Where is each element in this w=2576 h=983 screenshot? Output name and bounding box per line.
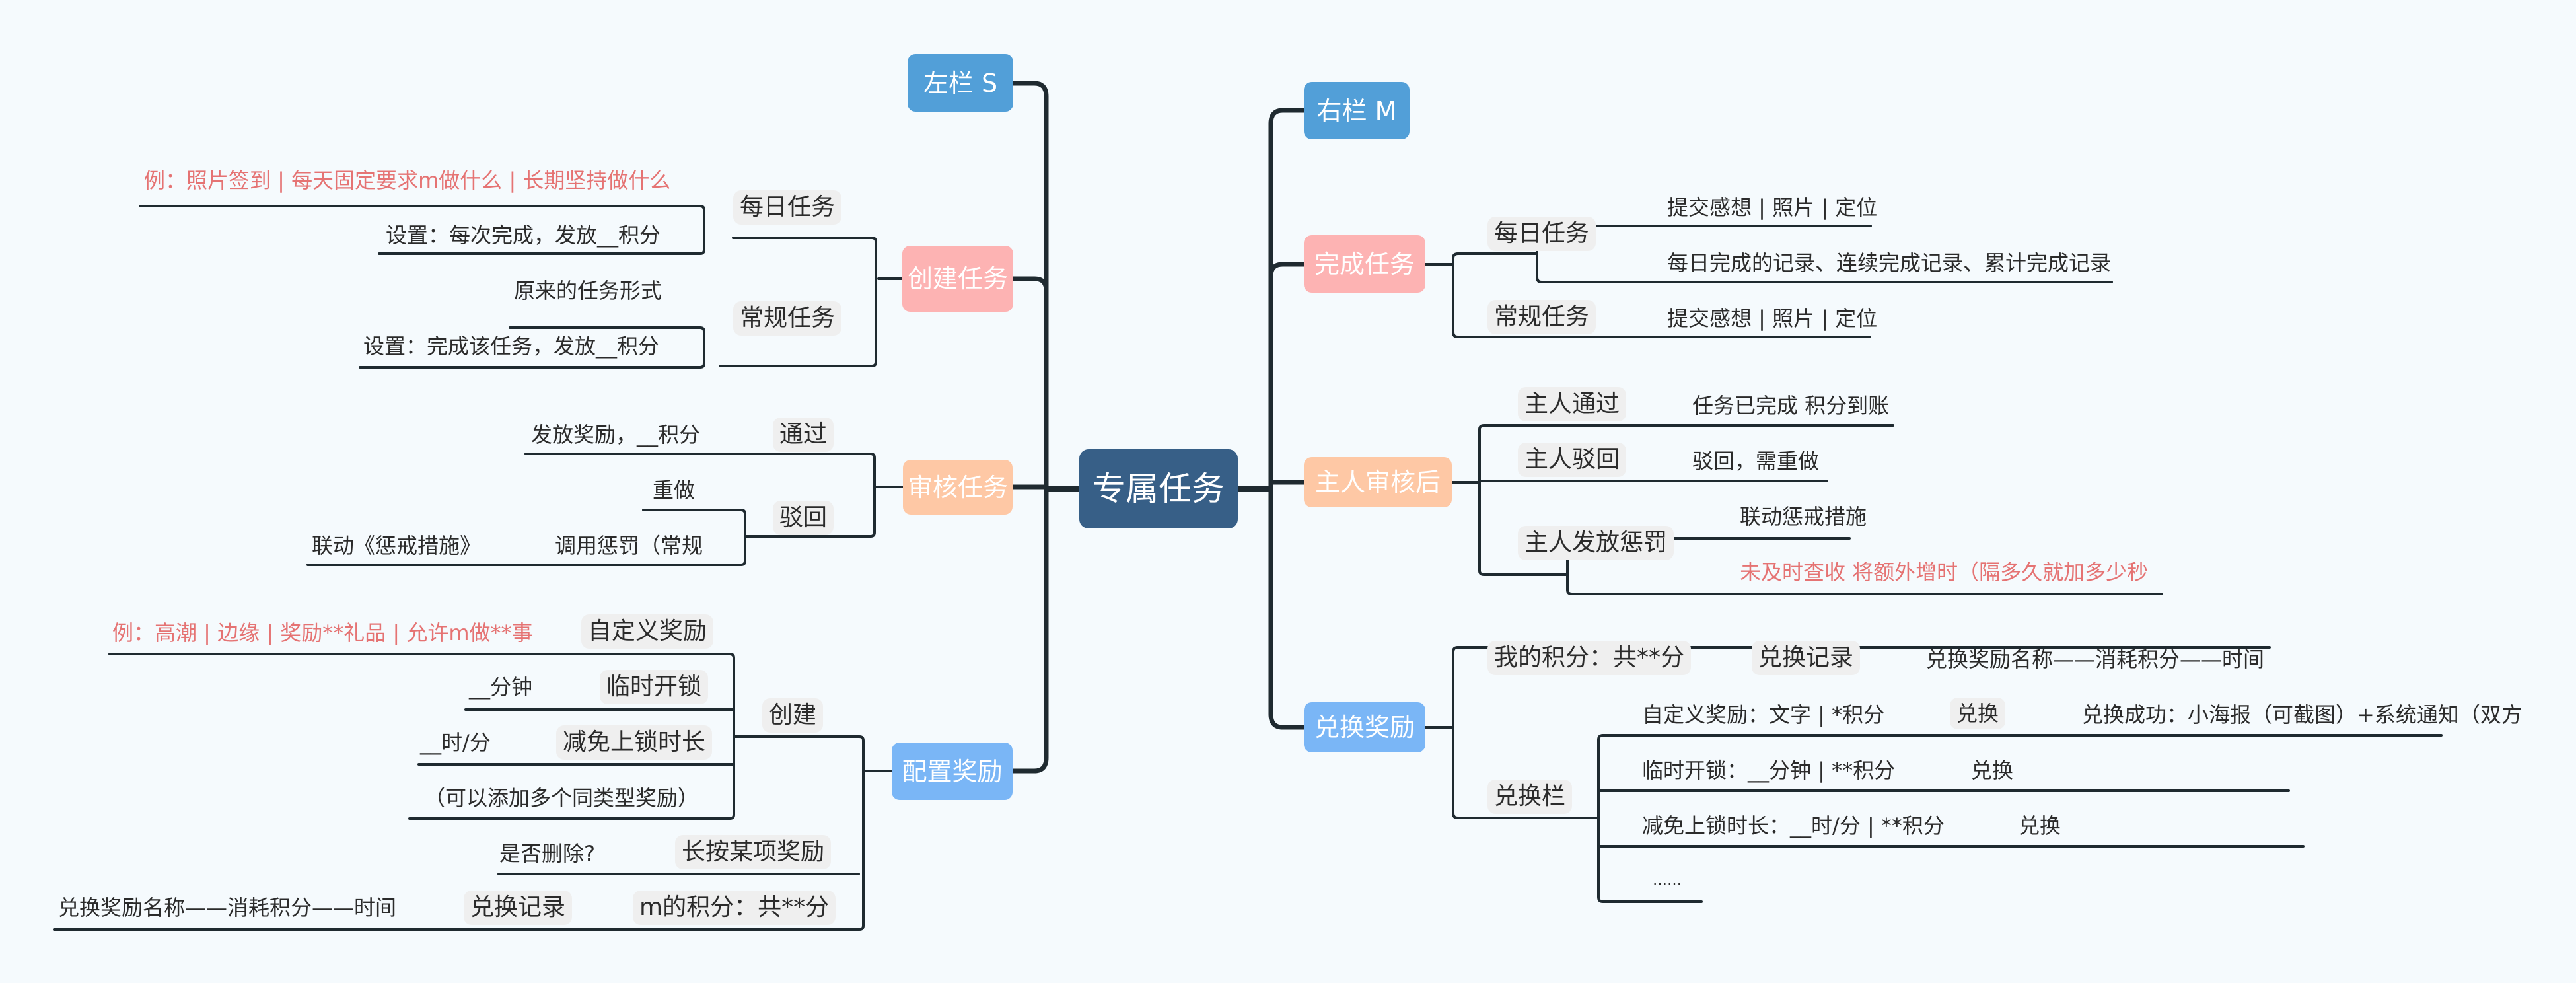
review-reject-node[interactable]: 驳回 — [773, 501, 834, 535]
reward-reduce-lock-value: __时/分 — [420, 730, 491, 755]
complete-task-node[interactable]: 完成任务 — [1304, 235, 1425, 293]
right-trunk — [1268, 108, 1306, 730]
complete-daily-task-node[interactable]: 每日任务 — [1487, 217, 1596, 251]
reward-create-note: （可以添加多个同类型奖励） — [424, 785, 699, 811]
right-column-m-node[interactable]: 右栏 M — [1304, 82, 1410, 139]
reward-long-press-detail: 是否删除? — [499, 841, 595, 866]
reward-custom-node[interactable]: 自定义奖励 — [581, 614, 714, 649]
my-points-node[interactable]: 我的积分：共**分 — [1487, 641, 1692, 675]
reward-long-press-node[interactable]: 长按某项奖励 — [675, 835, 832, 869]
review-pass-detail: 发放奖励，__积分 — [531, 422, 701, 447]
owner-pass-detail: 任务已完成 积分到账 — [1692, 393, 1890, 418]
reward-temp-unlock-value: __分钟 — [469, 674, 533, 700]
reward-custom-example: 例：高潮 | 边缘 | 奖励**礼品 | 允许m做**事 — [112, 620, 533, 645]
complete-regular-task-node[interactable]: 常规任务 — [1487, 300, 1596, 334]
redeem-item-text: 减免上锁时长：__时/分 | **积分 — [1642, 813, 1945, 838]
create-task-node[interactable]: 创建任务 — [902, 246, 1013, 312]
config-reward-node[interactable]: 配置奖励 — [892, 743, 1013, 800]
review-reject-punish: 调用惩罚（常规 — [555, 533, 703, 558]
reward-reduce-lock-node[interactable]: 减免上锁时长 — [556, 725, 713, 760]
create-daily-example: 例：照片签到 | 每天固定要求m做什么 | 长期坚持做什么 — [144, 168, 671, 193]
owner-reject-detail: 驳回，需重做 — [1692, 449, 1820, 474]
create-regular-task-node[interactable]: 常规任务 — [733, 301, 842, 336]
m-redeem-record-format: 兑换奖励名称——消耗积分——时间 — [58, 895, 397, 920]
owner-punish-late: 未及时查收 将额外增时（隔多久就加多少秒 — [1740, 560, 2149, 585]
redeem-item-more: …… — [1653, 872, 1682, 889]
review-punish-link: 联动《惩戒措施》 — [312, 533, 482, 558]
redeem-item-text: 临时开锁：__分钟 | **积分 — [1642, 758, 1896, 783]
m-points-node[interactable]: m的积分：共**分 — [633, 891, 836, 925]
after-review-node[interactable]: 主人审核后 — [1304, 457, 1452, 507]
reward-temp-unlock-node[interactable]: 临时开锁 — [600, 670, 709, 704]
create-daily-setting: 设置：每次完成，发放__积分 — [386, 223, 661, 248]
complete-regular-submit: 提交感想 | 照片 | 定位 — [1667, 306, 1878, 331]
review-pass-node[interactable]: 通过 — [773, 418, 834, 452]
redeem-bar-node[interactable]: 兑换栏 — [1487, 780, 1573, 814]
redeem-item-result: 兑换成功：小海报（可截图）+系统通知（双方 — [2082, 702, 2522, 727]
redeem-record-node[interactable]: 兑换记录 — [1752, 641, 1861, 675]
redeem-reward-node[interactable]: 兑换奖励 — [1304, 702, 1425, 752]
left-column-s-node[interactable]: 左栏 S — [908, 54, 1013, 112]
left-trunk — [1011, 81, 1049, 774]
redeem-item-button[interactable]: 兑换 — [1971, 758, 2014, 783]
m-redeem-record-node[interactable]: 兑换记录 — [464, 891, 573, 925]
redeem-record-format: 兑换奖励名称——消耗积分——时间 — [1926, 647, 2265, 672]
owner-punish-link: 联动惩戒措施 — [1740, 504, 1867, 529]
create-regular-setting: 设置：完成该任务，发放__积分 — [363, 334, 660, 359]
connector — [1268, 262, 1306, 279]
redeem-item-text: 自定义奖励：文字 | *积分 — [1642, 702, 1885, 727]
create-daily-task-node[interactable]: 每日任务 — [733, 190, 842, 225]
root-node[interactable]: 专属任务 — [1079, 449, 1238, 528]
owner-reject-node[interactable]: 主人驳回 — [1518, 443, 1627, 477]
redeem-item-button[interactable]: 兑换 — [2019, 813, 2061, 838]
complete-daily-records: 每日完成的记录、连续完成记录、累计完成记录 — [1667, 250, 2112, 275]
connector — [1011, 276, 1049, 293]
reward-create-node[interactable]: 创建 — [762, 698, 824, 733]
review-task-node[interactable]: 审核任务 — [903, 460, 1013, 515]
owner-pass-node[interactable]: 主人通过 — [1518, 387, 1627, 421]
redeem-item-button[interactable]: 兑换 — [1950, 698, 2006, 729]
review-reject-redo: 重做 — [653, 478, 696, 503]
create-regular-note: 原来的任务形式 — [514, 278, 662, 303]
complete-daily-submit: 提交感想 | 照片 | 定位 — [1667, 195, 1878, 220]
owner-punish-node[interactable]: 主人发放惩罚 — [1518, 526, 1674, 560]
